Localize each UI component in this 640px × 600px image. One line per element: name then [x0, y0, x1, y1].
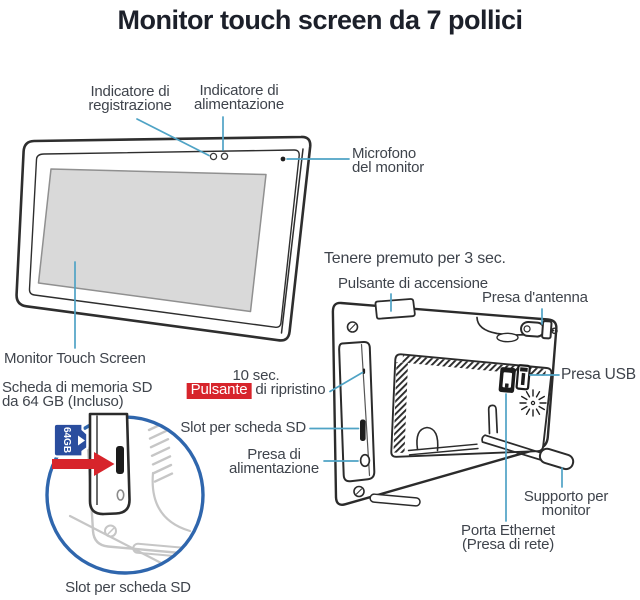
microphone-dot — [280, 156, 286, 162]
cable-notch — [416, 426, 439, 452]
kickstand — [481, 404, 575, 471]
antenna-dome — [496, 332, 519, 343]
sd-card: 64GB — [52, 422, 89, 458]
sd-slot-bottom-label: Slot per scheda SD — [65, 579, 191, 596]
power-indicator-label: Indicatore di alimentazione — [194, 82, 284, 113]
bottom-slot — [407, 443, 479, 456]
hold-3s-label: Tenere premuto per 3 sec. — [324, 250, 506, 267]
line-reset — [329, 371, 364, 393]
usb-label: Presa USB — [561, 366, 636, 383]
kickstand-foot — [538, 447, 575, 471]
touch-screen-panel — [37, 168, 267, 313]
sd-slot-back — [360, 419, 366, 441]
front-side-thickness — [280, 148, 304, 334]
reset-button-label: 10 sec. Pulsante di ripristino — [186, 368, 326, 399]
vent-strip-left — [393, 362, 408, 453]
reset-hole — [362, 368, 366, 374]
line-recording-indicator — [136, 118, 210, 157]
ethernet-port — [498, 367, 516, 393]
ethernet-label: Porta Ethernet (Presa di rete) — [461, 522, 555, 553]
back-view-monitor — [331, 298, 575, 507]
microphone-label: Microfono del monitor — [352, 145, 425, 176]
magnifier-inset: 64GB — [45, 412, 205, 575]
screw-slot-mark — [356, 488, 362, 495]
power-jack-hole — [359, 453, 371, 468]
reset-badge: Pulsante — [186, 382, 252, 399]
screw-slot-mark — [349, 324, 356, 330]
sd-card-capacity: 64GB — [61, 427, 72, 453]
sd-memory-label: Scheda di memoria SD da 64 GB (Incluso) — [2, 379, 153, 410]
magnified-sd-slot — [116, 446, 124, 474]
insert-arrow — [52, 452, 115, 476]
antenna-connector — [520, 320, 558, 340]
front-inner-bezel — [28, 149, 300, 328]
recording-indicator-label: Indicatore di registrazione — [88, 83, 172, 114]
magnified-back-details — [68, 420, 199, 567]
speaker-grille — [519, 389, 547, 417]
callout-lines — [74, 116, 563, 522]
bottom-foot-bar — [369, 493, 421, 507]
power-led-indicator — [220, 152, 229, 161]
page-title: Monitor touch screen da 7 pollici — [117, 5, 523, 35]
recording-led-indicator — [209, 152, 218, 161]
stand-label: Supporto per monitor — [523, 488, 609, 519]
antenna-label: Presa d'antenna — [482, 289, 588, 306]
power-jack-label: Presa di alimentazione — [229, 446, 319, 477]
power-button-shape — [374, 298, 416, 320]
power-button-label: Pulsante di accensione — [338, 275, 488, 292]
usb-port — [515, 364, 531, 391]
front-view-monitor — [15, 135, 312, 342]
sd-card-insert-triangle — [78, 435, 85, 446]
side-connector-strip — [338, 340, 376, 483]
sd-slot-mid-label: Slot per scheda SD — [180, 419, 306, 436]
touch-screen-label: Monitor Touch Screen — [4, 350, 146, 367]
